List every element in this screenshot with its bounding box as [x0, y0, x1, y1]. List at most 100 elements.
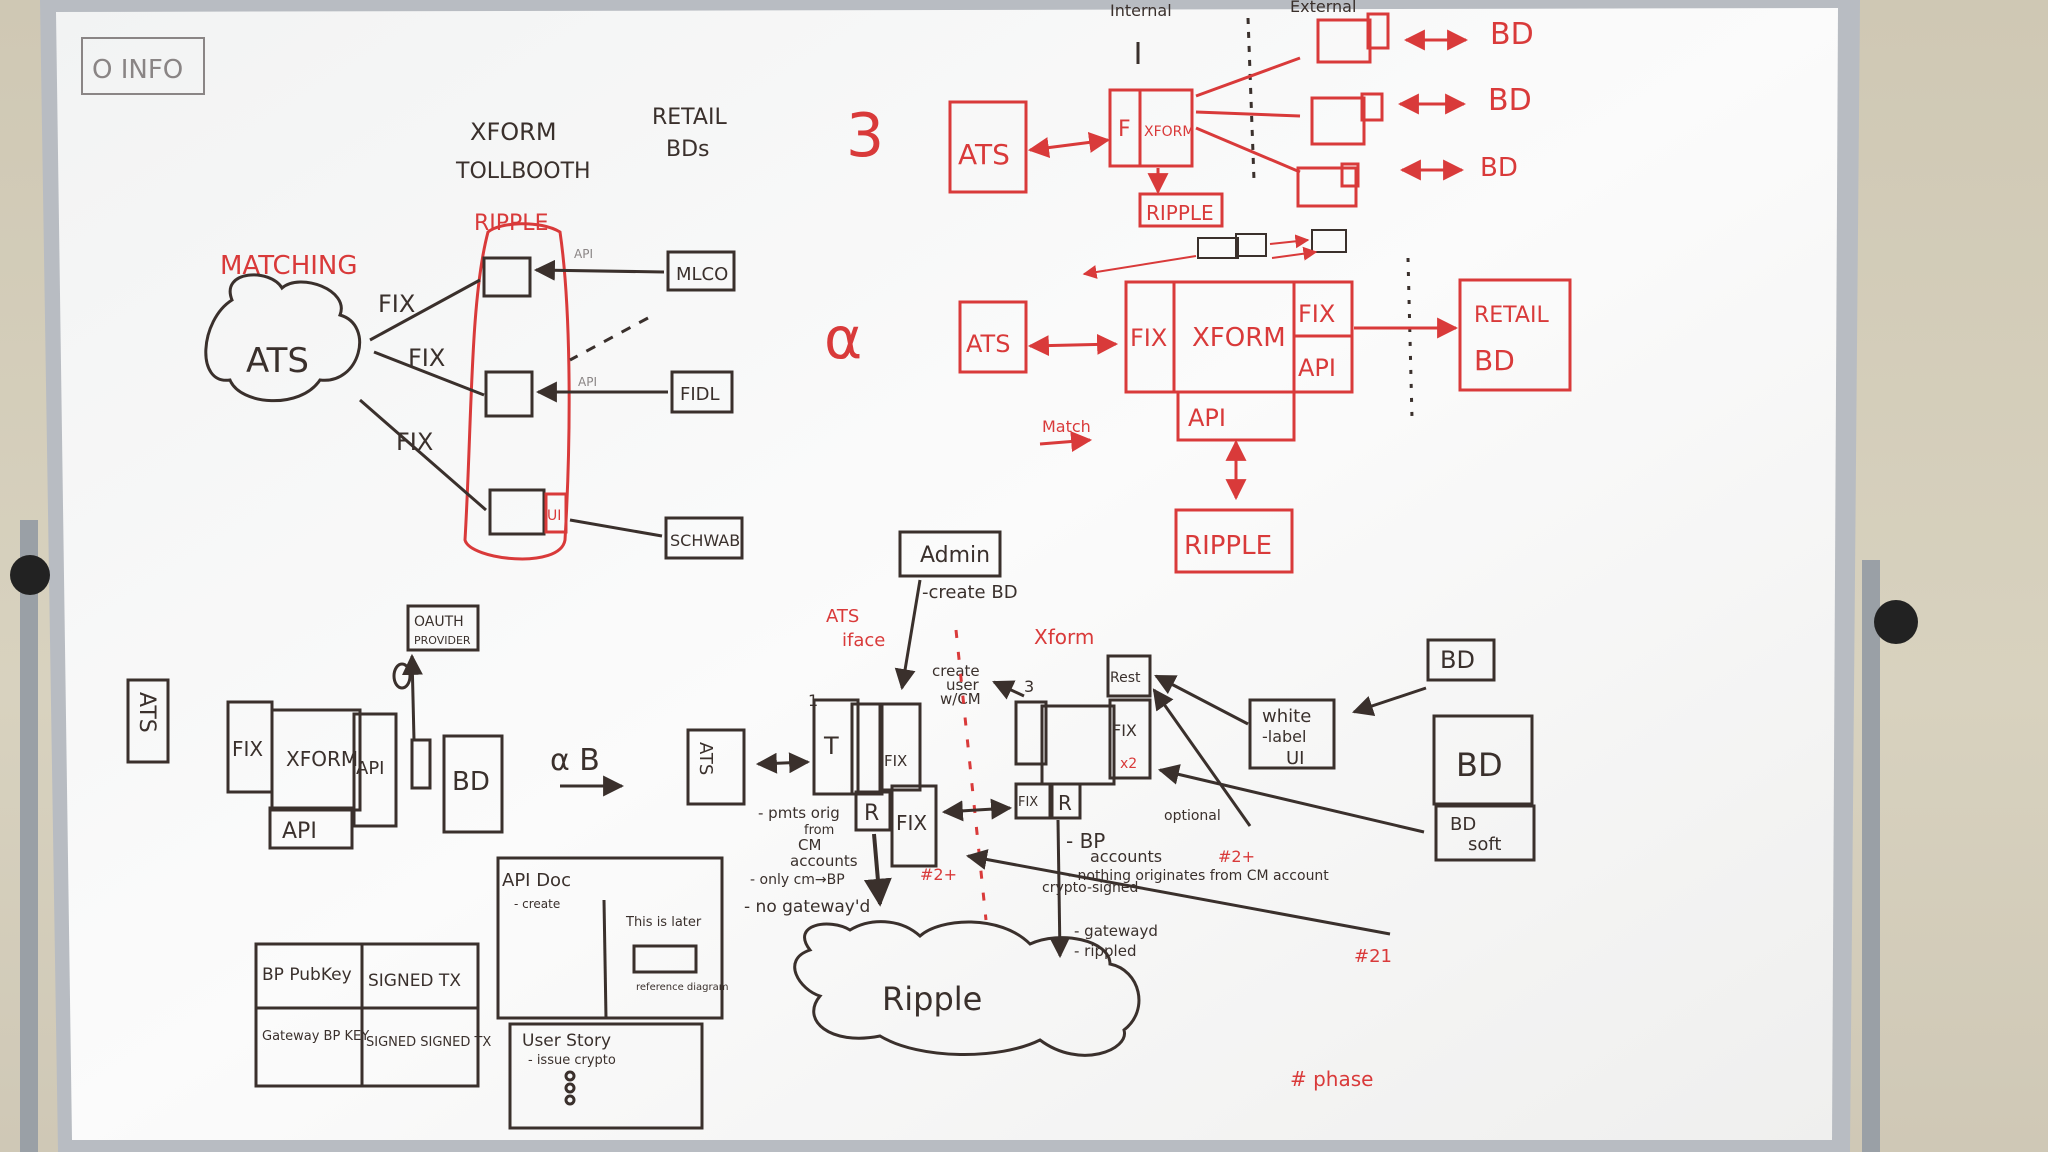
fix-label-mid: FIX	[884, 752, 907, 770]
optional-arrow-2	[1157, 764, 1425, 834]
cluster-box-3	[1311, 229, 1347, 253]
ui-box	[544, 492, 568, 534]
cluster-box-2	[1235, 233, 1267, 257]
bd-small-box	[1426, 638, 1496, 682]
tollbooth-box-3	[488, 488, 546, 536]
fix-x2-label: FIX	[1112, 721, 1137, 740]
api-arrow-1	[533, 259, 665, 281]
ats-box-alpha	[958, 300, 1028, 374]
user-story-title: User Story	[522, 1031, 611, 1051]
retail-label-2: FIDL	[680, 384, 720, 405]
create-user-arrow	[992, 680, 1025, 700]
pmts-note-3: CM	[798, 836, 821, 854]
bd-large-box	[1432, 714, 1534, 806]
knob-right	[1874, 600, 1918, 644]
keys-table	[254, 942, 480, 1088]
hash21-arrow	[965, 849, 1391, 936]
bp-note-3: - nothing originates from CM account	[1068, 868, 1329, 884]
retail-bd-label-1: RETAIL	[1474, 303, 1549, 328]
tollbooth-box-2	[484, 370, 534, 418]
t-box	[812, 698, 860, 796]
gatewayd-note: - gatewayd	[1074, 922, 1158, 940]
create-user-3: w/CM	[940, 690, 981, 708]
alpha-b-label: α B	[550, 743, 600, 778]
bd-small-arrow	[1352, 686, 1427, 716]
ats-xform-arrow-3	[1027, 131, 1111, 159]
fix-line-3	[359, 398, 487, 512]
fix-line-1	[369, 278, 481, 342]
table-cell-4: SIGNED SIGNED TX	[366, 1035, 491, 1050]
retail-bd-box	[1458, 278, 1572, 392]
api-doc-note: This is later	[625, 915, 702, 930]
iface-divider	[954, 629, 988, 921]
api-bottom-box-bl	[268, 806, 354, 850]
hash-21: #21	[1354, 946, 1392, 967]
t-label: T	[823, 732, 839, 760]
api-arrow-3	[569, 518, 663, 538]
internal-label: Internal	[1110, 1, 1172, 20]
white-label-box	[1248, 698, 1336, 770]
external-box-1	[1316, 18, 1372, 64]
corner-label-box	[81, 37, 205, 95]
section-3: 3 Internal External ATS F XFORM BD BD BD…	[846, 0, 1534, 228]
optional-label: optional	[1164, 808, 1221, 824]
match-label: Match	[1042, 417, 1091, 436]
fix-x2-box	[1108, 698, 1152, 780]
ripple-box-3	[1138, 192, 1224, 228]
ripple-box-alpha	[1174, 508, 1294, 574]
fix-left-alpha: FIX	[1130, 324, 1167, 352]
cluster-arrow-3	[1271, 246, 1318, 261]
match-arrow	[1039, 431, 1093, 452]
fanout-line-2	[1195, 110, 1301, 118]
fix-label-2: FIX	[408, 344, 445, 372]
corner-label: O INFO	[92, 55, 183, 85]
table-cell-2: SIGNED TX	[368, 971, 461, 991]
api-label-1: API	[574, 247, 593, 261]
hash-2-right: #2+	[1218, 847, 1255, 866]
bottom-r-label: R	[1058, 791, 1072, 815]
section-bottom-mid: Admin -create BD ATS iface Xform create …	[686, 530, 1392, 1057]
external-label: External	[1290, 0, 1356, 16]
xform-box-3	[1108, 88, 1194, 168]
bd-label-bl: BD	[452, 767, 490, 797]
r-box-mid	[854, 790, 892, 832]
ats-t-arrow	[755, 752, 811, 774]
external-box-3b	[1340, 162, 1360, 188]
tollbooth-box-1	[482, 256, 532, 298]
ats-xform-arrow-alpha	[1027, 333, 1119, 357]
ripple-label-alpha: RIPPLE	[1184, 531, 1272, 561]
section-1: XFORM TOLLBOOTH RETAIL BDs MATCHING RIPP…	[204, 105, 744, 561]
ui-label: UI	[547, 508, 561, 524]
white-label-2: -label	[1262, 727, 1306, 746]
fix-line-2	[373, 350, 485, 397]
t-box-inner	[850, 702, 884, 796]
oauth-box	[406, 604, 480, 652]
ats-iface-1: ATS	[826, 606, 859, 627]
bd-soft-label-1: BD	[1450, 814, 1476, 835]
f-box-mid	[890, 784, 938, 868]
fix-label-1: FIX	[378, 290, 415, 318]
ats-box-mid	[686, 728, 746, 806]
bottom-fix-box	[1014, 782, 1052, 820]
fanout-line-3	[1195, 126, 1301, 174]
alpha-symbol: α	[824, 304, 862, 372]
fix-label-bl: FIX	[232, 737, 263, 761]
fix-down-arrow	[1049, 819, 1071, 959]
cluster-arrow-1	[1269, 234, 1310, 249]
ripple-label-3: RIPPLE	[1146, 201, 1214, 225]
pmts-note-2: from	[804, 823, 834, 838]
retail-label-3: SCHWAB	[670, 531, 740, 550]
no-gateway-note: - no gateway'd	[744, 897, 870, 917]
dotted-link	[569, 316, 649, 362]
retail-box-1	[666, 250, 736, 292]
cluster-box-1	[1197, 237, 1239, 259]
header-bds: BDs	[666, 137, 710, 162]
rest-box	[1106, 654, 1152, 698]
circled-1: 1	[808, 691, 818, 710]
ats-label-1: ATS	[246, 341, 309, 381]
user-story-bullet-1	[564, 1070, 576, 1082]
fanout-line-1	[1195, 56, 1301, 98]
crypto-signed-note: crypto-signed	[1042, 880, 1138, 896]
white-label-rest-arrow	[1154, 674, 1249, 726]
admin-box	[898, 530, 1002, 578]
